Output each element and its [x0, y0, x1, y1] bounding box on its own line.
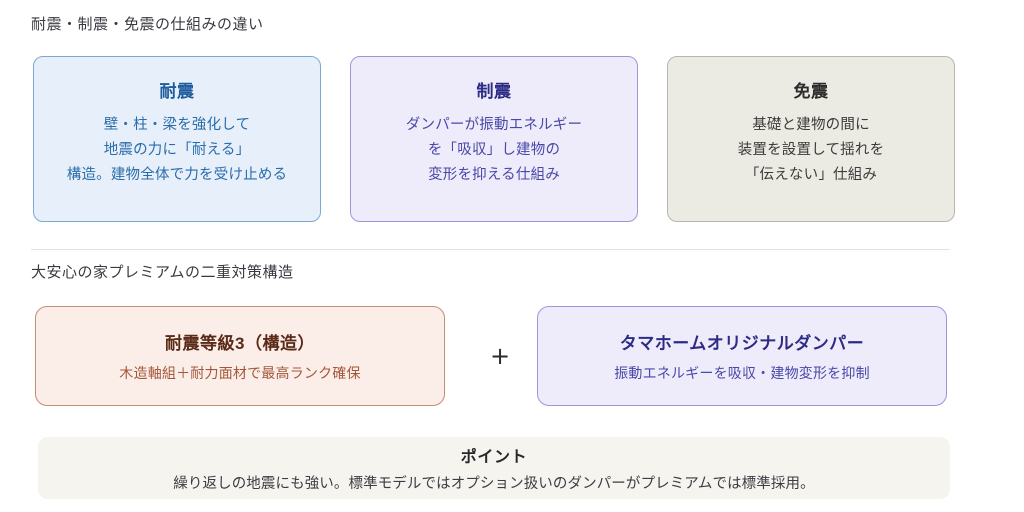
section-heading-dual-measure-structure: 大安心の家プレミアムの二重対策構造 — [31, 264, 294, 281]
card-seishin-body-line-1: ダンパーが振動エネルギー — [405, 117, 583, 133]
card-original-damper-title: タマホームオリジナルダンパー — [619, 334, 865, 353]
point-panel: ポイント 繰り返しの地震にも強い。標準モデルではオプション扱いのダンパーがプレミ… — [38, 437, 950, 499]
card-seishin: 制震 ダンパーが振動エネルギー を「吸収」し建物の 変形を抑える仕組み — [350, 56, 638, 222]
card-menshin-body: 基礎と建物の間に 装置を設置して揺れを 「伝えない」仕組み — [732, 113, 891, 188]
card-seismic-grade-3: 耐震等級3（構造） 木造軸組＋耐力面材で最高ランク確保 — [35, 306, 445, 406]
plus-icon: + — [489, 342, 511, 370]
card-seishin-body-line-3: 変形を抑える仕組み — [428, 167, 560, 183]
card-menshin-body-line-3: 「伝えない」仕組み — [744, 167, 878, 183]
card-seishin-body: ダンパーが振動エネルギー を「吸収」し建物の 変形を抑える仕組み — [400, 113, 588, 188]
card-menshin: 免震 基礎と建物の間に 装置を設置して揺れを 「伝えない」仕組み — [667, 56, 955, 222]
card-original-damper-subtitle: 振動エネルギーを吸収・建物変形を抑制 — [614, 365, 870, 381]
card-seishin-title: 制震 — [476, 82, 512, 101]
card-taishin: 耐震 壁・柱・梁を強化して 地震の力に「耐える」 構造。建物全体で力を受け止める — [33, 56, 321, 222]
point-panel-title: ポイント — [460, 449, 528, 466]
card-taishin-body-line-1: 壁・柱・梁を強化して — [103, 117, 251, 133]
section-heading-mechanism-difference: 耐震・制震・免震の仕組みの違い — [31, 16, 264, 33]
card-original-damper: タマホームオリジナルダンパー 振動エネルギーを吸収・建物変形を抑制 — [537, 306, 947, 406]
card-menshin-body-line-1: 基礎と建物の間に — [752, 117, 870, 133]
card-seismic-grade-3-subtitle: 木造軸組＋耐力面材で最高ランク確保 — [119, 365, 361, 381]
card-seismic-grade-3-title: 耐震等級3（構造） — [165, 334, 315, 353]
card-menshin-title: 免震 — [793, 82, 829, 101]
card-seishin-body-line-2: を「吸収」し建物の — [427, 142, 561, 158]
card-taishin-body-line-3: 構造。建物全体で力を受け止める — [66, 167, 288, 183]
section-divider — [31, 249, 950, 250]
card-taishin-body: 壁・柱・梁を強化して 地震の力に「耐える」 構造。建物全体で力を受け止める — [61, 113, 294, 188]
card-taishin-title: 耐震 — [159, 82, 195, 101]
card-menshin-body-line-2: 装置を設置して揺れを — [737, 142, 885, 158]
card-taishin-body-line-2: 地震の力に「耐える」 — [103, 142, 251, 158]
point-panel-body: 繰り返しの地震にも強い。標準モデルではオプション扱いのダンパーがプレミアムでは標… — [173, 476, 815, 492]
